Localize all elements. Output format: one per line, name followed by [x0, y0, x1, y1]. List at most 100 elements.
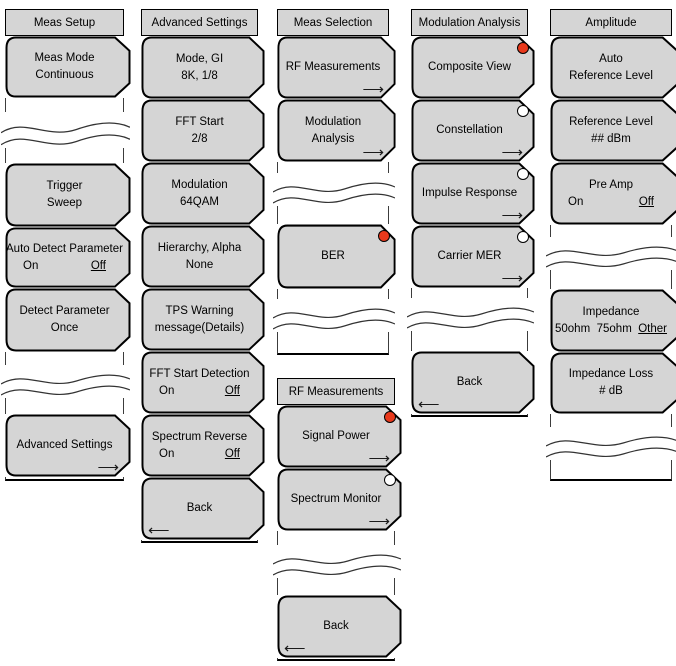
softkey-impedance[interactable]: Impedance 50ohm 75ohm Other — [550, 289, 676, 352]
break-wave-icon — [546, 427, 676, 460]
softkey-value: Sweep — [46, 197, 83, 209]
softkey-value: 2/8 — [191, 132, 208, 145]
softkey-back[interactable]: Back ⟵ — [411, 351, 535, 414]
submenu-arrow-icon: ⟶ — [97, 459, 119, 476]
softkey-spectrum-monitor[interactable]: Spectrum Monitor ⟶ — [277, 468, 402, 531]
softkey-auto-detect-parameter[interactable]: Auto Detect Parameter On Off — [5, 227, 131, 288]
column-border — [5, 98, 124, 112]
softkey-value: 64QAM — [180, 195, 219, 208]
softkey-composite-view[interactable]: Composite View — [411, 36, 535, 99]
back-arrow-icon: ⟵ — [418, 396, 440, 413]
softkey-fft-start[interactable]: FFT Start 2/8 — [141, 99, 265, 162]
option-other-selected: Other — [638, 322, 667, 335]
softkey-back[interactable]: Back ⟵ — [277, 595, 402, 658]
option-on: On — [23, 259, 39, 272]
softkey-rf-measurements[interactable]: RF Measurements ⟶ — [277, 36, 396, 99]
softkey-label: Pre Amp — [588, 178, 634, 191]
softkey-label: Auto — [599, 52, 623, 65]
break-wave-icon — [407, 298, 534, 331]
softkey-label: Spectrum Monitor — [290, 493, 382, 505]
column-border — [411, 414, 528, 417]
softkey-value: message(Details) — [154, 321, 245, 334]
softkey-label: FFT Start — [175, 115, 224, 128]
column-border — [5, 398, 124, 414]
option-off-selected: Off — [638, 195, 654, 208]
softkey-label: Meas Mode — [34, 52, 95, 64]
option-75ohm: 75ohm — [596, 322, 632, 335]
softkey-label: Hierarchy, Alpha — [157, 241, 242, 254]
softkey-advanced-settings[interactable]: Advanced Settings ⟶ — [5, 414, 131, 477]
break-wave-icon — [546, 237, 676, 270]
softkey-label: Mode, GI — [175, 52, 224, 65]
back-arrow-icon: ⟵ — [148, 522, 170, 539]
radio-unselected-icon — [517, 168, 529, 180]
softkey-label: Detect Parameter — [19, 305, 110, 317]
softkey-label: Back — [323, 620, 349, 632]
softkey-detect-parameter-once[interactable]: Detect Parameter Once — [5, 288, 131, 352]
submenu-arrow-icon: ⟶ — [368, 450, 390, 467]
softkey-auto-reference-level[interactable]: Auto Reference Level — [550, 36, 676, 99]
softkey-carrier-mer[interactable]: Carrier MER ⟶ — [411, 225, 535, 288]
softkey-label: Modulation — [171, 178, 228, 191]
softkey-value: Once — [50, 322, 79, 334]
softkey-trigger-sweep[interactable]: Trigger Sweep — [5, 163, 131, 227]
option-off-selected: Off — [90, 259, 106, 272]
break-wave-icon — [273, 545, 401, 578]
submenu-arrow-icon: ⟶ — [362, 144, 384, 161]
column-border — [550, 270, 672, 289]
panel-advanced-settings: Advanced Settings Mode, GI 8K, 1/8 FFT S… — [141, 9, 265, 543]
softkey-impulse-response[interactable]: Impulse Response ⟶ — [411, 162, 535, 225]
column-border — [5, 148, 124, 163]
option-50ohm: 50ohm — [555, 322, 591, 335]
softkey-signal-power[interactable]: Signal Power ⟶ — [277, 405, 402, 468]
softkey-label: Auto Detect Parameter — [6, 242, 123, 255]
softkey-tps-warning[interactable]: TPS Warning message(Details) — [141, 288, 265, 351]
option-on: On — [159, 447, 175, 460]
softkey-label: Reference Level — [569, 115, 653, 128]
softkey-label: BER — [321, 250, 345, 262]
softkey-label: Analysis — [311, 132, 355, 145]
submenu-arrow-icon: ⟶ — [501, 144, 523, 161]
softkey-label: Composite View — [428, 61, 511, 73]
break-wave-icon — [1, 365, 130, 398]
column-border — [277, 332, 389, 355]
panel-title-rf-measurements: RF Measurements — [277, 378, 395, 405]
softkey-label: Signal Power — [302, 430, 370, 442]
radio-unselected-icon — [517, 231, 529, 243]
softkey-impedance-loss[interactable]: Impedance Loss # dB — [550, 352, 676, 414]
column-border — [277, 289, 389, 299]
column-border — [5, 477, 124, 481]
column-border — [411, 331, 528, 351]
radio-selected-icon — [384, 411, 396, 423]
softkey-constellation[interactable]: Constellation ⟶ — [411, 99, 535, 162]
softkey-ber[interactable]: BER — [277, 224, 396, 289]
panel-modulation-analysis: Modulation Analysis Composite View Const… — [407, 9, 535, 417]
softkey-value: ## dBm — [591, 132, 631, 145]
softkey-label: Back — [456, 376, 483, 388]
softkey-label: RF Measurements — [285, 61, 381, 73]
option-off-selected: Off — [224, 384, 240, 397]
submenu-arrow-icon: ⟶ — [362, 81, 384, 98]
softkey-hierarchy-alpha[interactable]: Hierarchy, Alpha None — [141, 225, 265, 288]
column-border — [277, 162, 389, 173]
softkey-label: Impedance Loss — [568, 368, 654, 380]
softkey-value: None — [185, 258, 214, 271]
panel-title-modulation-analysis: Modulation Analysis — [411, 9, 528, 36]
softkey-pre-amp[interactable]: Pre Amp On Off — [550, 162, 676, 225]
softkey-fft-start-detection[interactable]: FFT Start Detection On Off — [141, 351, 265, 414]
softkey-label: TPS Warning — [165, 304, 234, 317]
column-border — [5, 352, 124, 365]
softkey-back[interactable]: Back ⟵ — [141, 477, 265, 540]
softkey-spectrum-reverse[interactable]: Spectrum Reverse On Off — [141, 414, 265, 477]
option-on: On — [159, 384, 175, 397]
panel-rf-measurements: RF Measurements Signal Power ⟶ Spectrum … — [273, 378, 402, 661]
softkey-meas-mode[interactable]: Meas Mode Continuous — [5, 36, 131, 98]
softkey-mode-gi[interactable]: Mode, GI 8K, 1/8 — [141, 36, 265, 99]
softkey-modulation[interactable]: Modulation 64QAM — [141, 162, 265, 225]
back-arrow-icon: ⟵ — [284, 640, 306, 657]
softkey-reference-level[interactable]: Reference Level ## dBm — [550, 99, 676, 162]
softkey-label: Reference Level — [569, 69, 653, 82]
column-border — [141, 540, 258, 543]
softkey-modulation-analysis[interactable]: Modulation Analysis ⟶ — [277, 99, 396, 162]
